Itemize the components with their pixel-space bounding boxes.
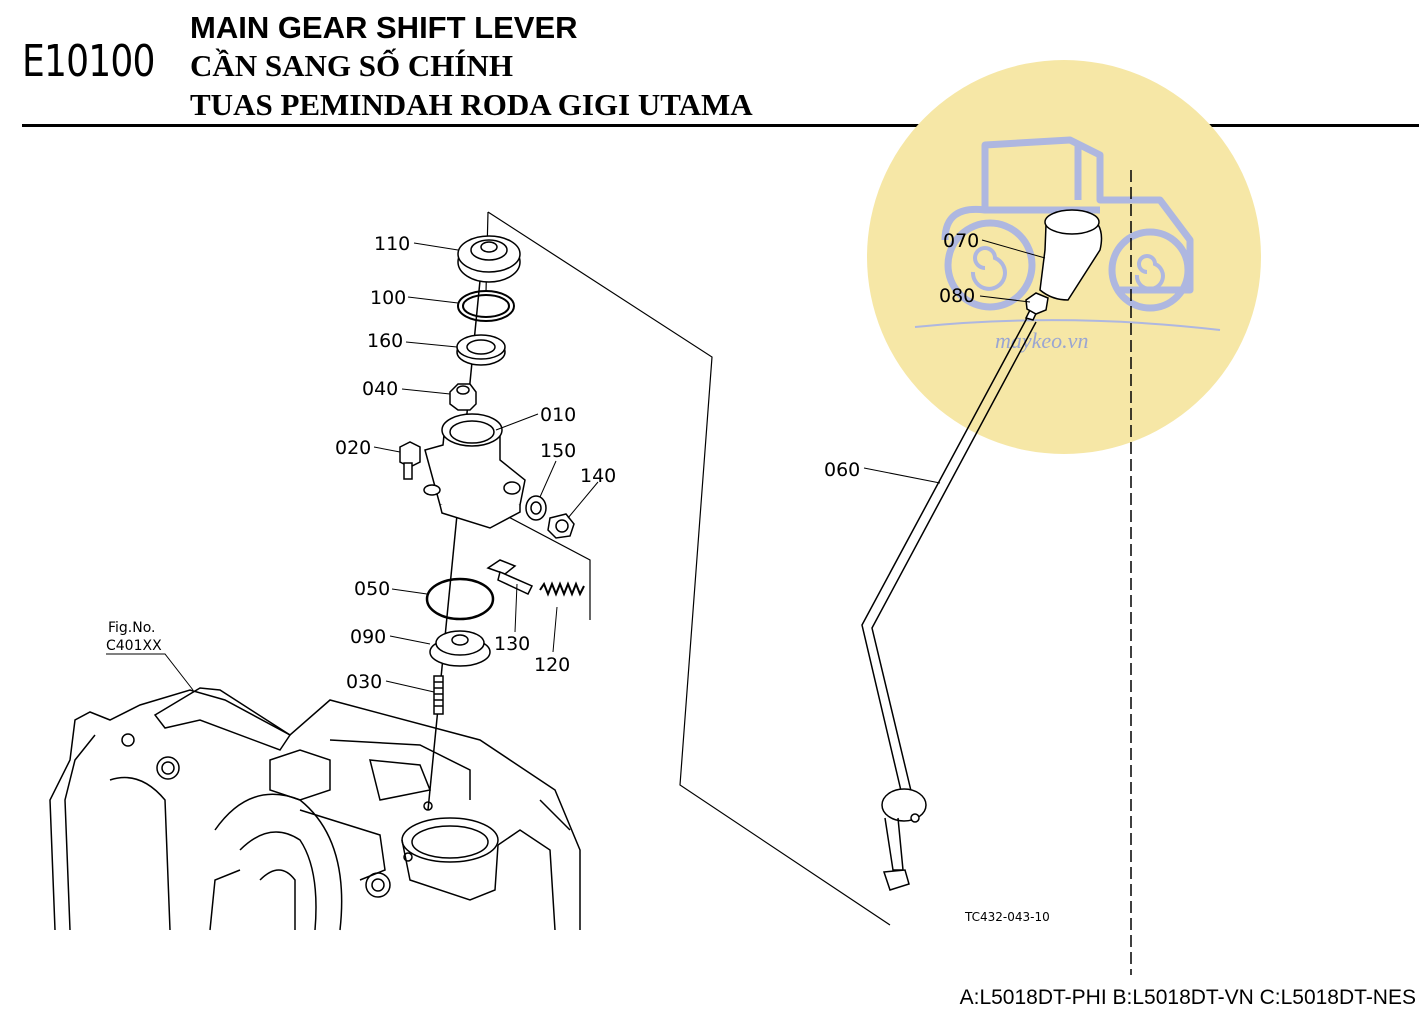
label-130: 130 xyxy=(494,633,530,655)
label-060: 060 xyxy=(824,459,860,481)
part-160-washer xyxy=(456,334,506,366)
part-030-stud xyxy=(433,675,444,715)
part-090-seat xyxy=(429,630,491,667)
part-labels: 110 100 160 040 010 020 150 140 050 090 … xyxy=(106,230,1050,924)
fig-ref-code: C401XX xyxy=(106,638,162,654)
centerline-left xyxy=(427,239,485,811)
title-english: MAIN GEAR SHIFT LEVER xyxy=(190,10,578,45)
label-150: 150 xyxy=(540,440,576,462)
page-header: E10100 MAIN GEAR SHIFT LEVER CẦN SANG SỐ… xyxy=(0,0,1424,132)
part-080-nut xyxy=(1025,292,1049,315)
title-vietnamese: CẦN SANG SỐ CHÍNH xyxy=(190,48,513,83)
label-070: 070 xyxy=(943,230,979,252)
label-010: 010 xyxy=(540,404,576,426)
part-060-shift-lever xyxy=(861,300,1041,891)
label-090: 090 xyxy=(350,626,386,648)
part-120-spring xyxy=(539,581,585,597)
part-100-snap-ring xyxy=(457,290,515,322)
label-020: 020 xyxy=(335,437,371,459)
label-160: 160 xyxy=(367,330,403,352)
label-140: 140 xyxy=(580,465,616,487)
part-050-o-ring xyxy=(425,577,495,621)
fig-ref-label: Fig.No. xyxy=(108,620,156,636)
label-110: 110 xyxy=(374,233,410,255)
transmission-case xyxy=(49,687,581,931)
part-150-washer xyxy=(525,495,547,521)
part-040-nut xyxy=(449,383,477,411)
label-100: 100 xyxy=(370,287,406,309)
leader-lines xyxy=(106,239,1046,693)
figure-code: E10100 xyxy=(22,36,155,87)
part-140-plug xyxy=(547,513,575,539)
drawing-code: TC432-043-10 xyxy=(964,910,1050,924)
part-110-cap xyxy=(457,235,521,283)
part-130-pin xyxy=(486,559,534,595)
title-indonesian: TUAS PEMINDAH RODA GIGI UTAMA xyxy=(190,87,753,122)
applicable-models: A:L5018DT-PHI B:L5018DT-VN C:L5018DT-NES xyxy=(959,986,1416,1009)
header-divider xyxy=(22,124,1419,127)
tractor-icon xyxy=(941,136,1194,312)
assembly-boundary xyxy=(485,211,891,926)
label-120: 120 xyxy=(534,654,570,676)
label-040: 040 xyxy=(362,378,398,400)
label-030: 030 xyxy=(346,671,382,693)
label-050: 050 xyxy=(354,578,390,600)
part-010-housing xyxy=(423,413,526,529)
part-070-knob xyxy=(1039,209,1103,301)
label-080: 080 xyxy=(939,285,975,307)
watermark-text: maykeo.vn xyxy=(995,328,1088,353)
part-020-bolt xyxy=(399,441,421,480)
